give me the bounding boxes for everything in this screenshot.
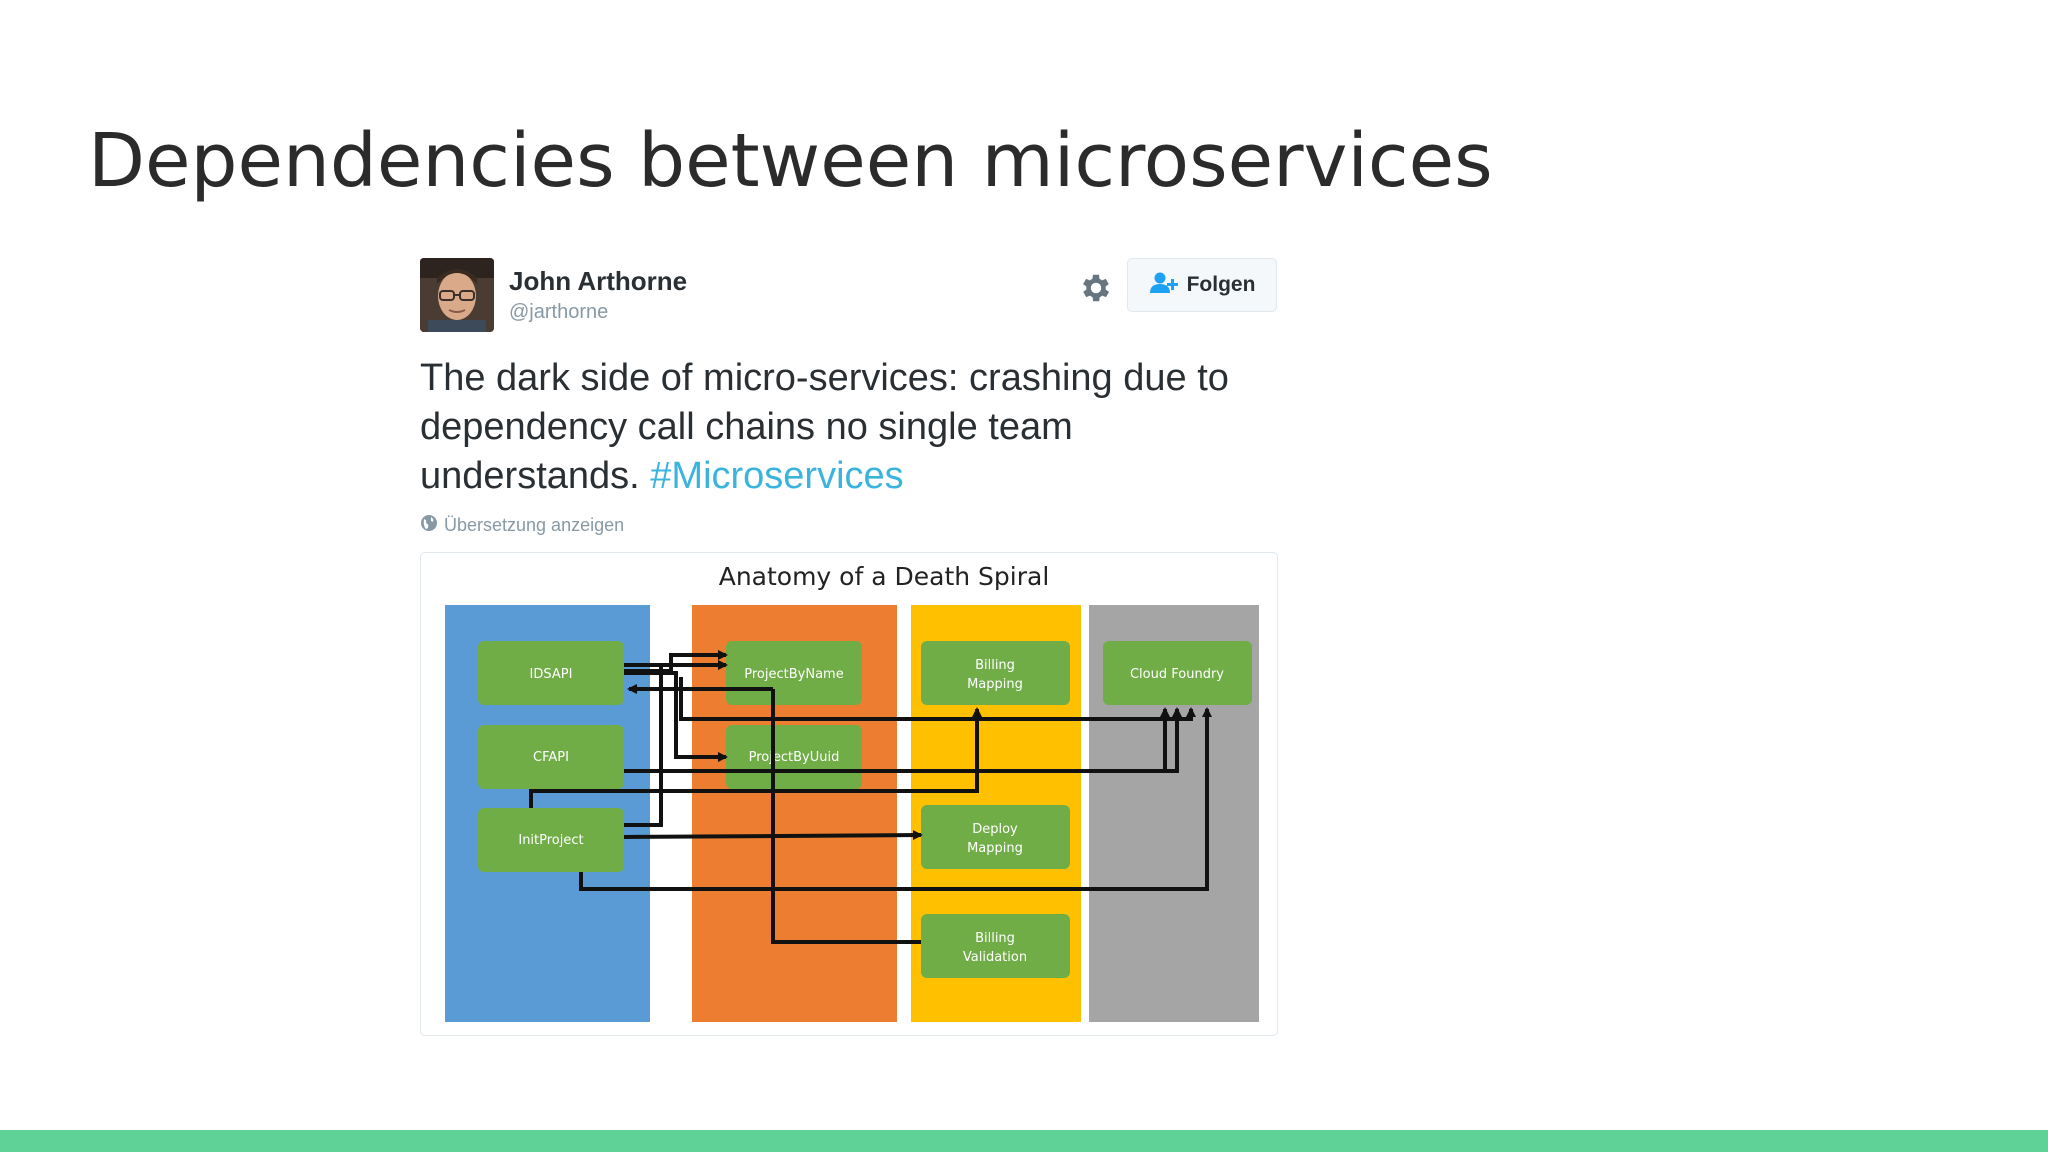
follow-button[interactable]: Folgen [1127, 258, 1277, 312]
node-cfapi [478, 725, 624, 789]
node-projectbyuuid-label: ProjectByUuid [749, 750, 840, 765]
follow-user-icon [1149, 271, 1179, 300]
death-spiral-diagram: Anatomy of a Death Spiral IDSAPI CFAPI I… [445, 562, 1259, 1022]
node-billing-validation [921, 914, 1070, 978]
slide-title: Dependencies between microservices [88, 118, 1493, 204]
node-idsapi [478, 641, 624, 705]
node-billing-validation-line1: Billing [975, 931, 1015, 946]
follow-label: Folgen [1186, 273, 1256, 296]
node-deploy-mapping-line1: Deploy [972, 822, 1018, 837]
translate-label: Übersetzung anzeigen [444, 515, 625, 535]
dependency-arrows [529, 650, 1212, 944]
diagram-title: Anatomy of a Death Spiral [719, 562, 1050, 591]
tweet-media-image[interactable]: Anatomy of a Death Spiral IDSAPI CFAPI I… [420, 552, 1278, 1036]
tweet-text-main: The dark side of micro-services: crashin… [420, 357, 1229, 497]
node-billing-mapping [921, 641, 1070, 705]
node-idsapi-label: IDSAPI [530, 667, 573, 682]
author-handle[interactable]: @jarthorne [509, 301, 609, 323]
tweet-text: The dark side of micro-services: crashin… [420, 354, 1278, 501]
node-deploy-mapping-line2: Mapping [967, 841, 1023, 856]
hashtag-link[interactable]: #Microservices [650, 455, 904, 497]
node-billing-mapping-line1: Billing [975, 658, 1015, 673]
node-cloud-foundry-label: Cloud Foundry [1130, 667, 1224, 682]
globe-icon [420, 514, 438, 537]
node-cloud-foundry [1103, 641, 1252, 705]
node-deploy-mapping [921, 805, 1070, 869]
avatar[interactable] [420, 258, 494, 332]
embedded-tweet: John Arthorne @jarthorne Folgen The dark… [420, 258, 1278, 1038]
node-billing-mapping-line2: Mapping [967, 677, 1023, 692]
node-initproject [478, 808, 624, 872]
footer-accent-bar [0, 1130, 2048, 1152]
author-name[interactable]: John Arthorne [509, 266, 688, 296]
node-initproject-label: InitProject [518, 833, 583, 848]
node-cfapi-label: CFAPI [533, 750, 569, 765]
node-billing-validation-line2: Validation [963, 950, 1027, 965]
translate-link[interactable]: Übersetzung anzeigen [420, 514, 624, 537]
gear-icon[interactable] [1078, 270, 1114, 306]
node-projectbyname-label: ProjectByName [744, 667, 843, 682]
